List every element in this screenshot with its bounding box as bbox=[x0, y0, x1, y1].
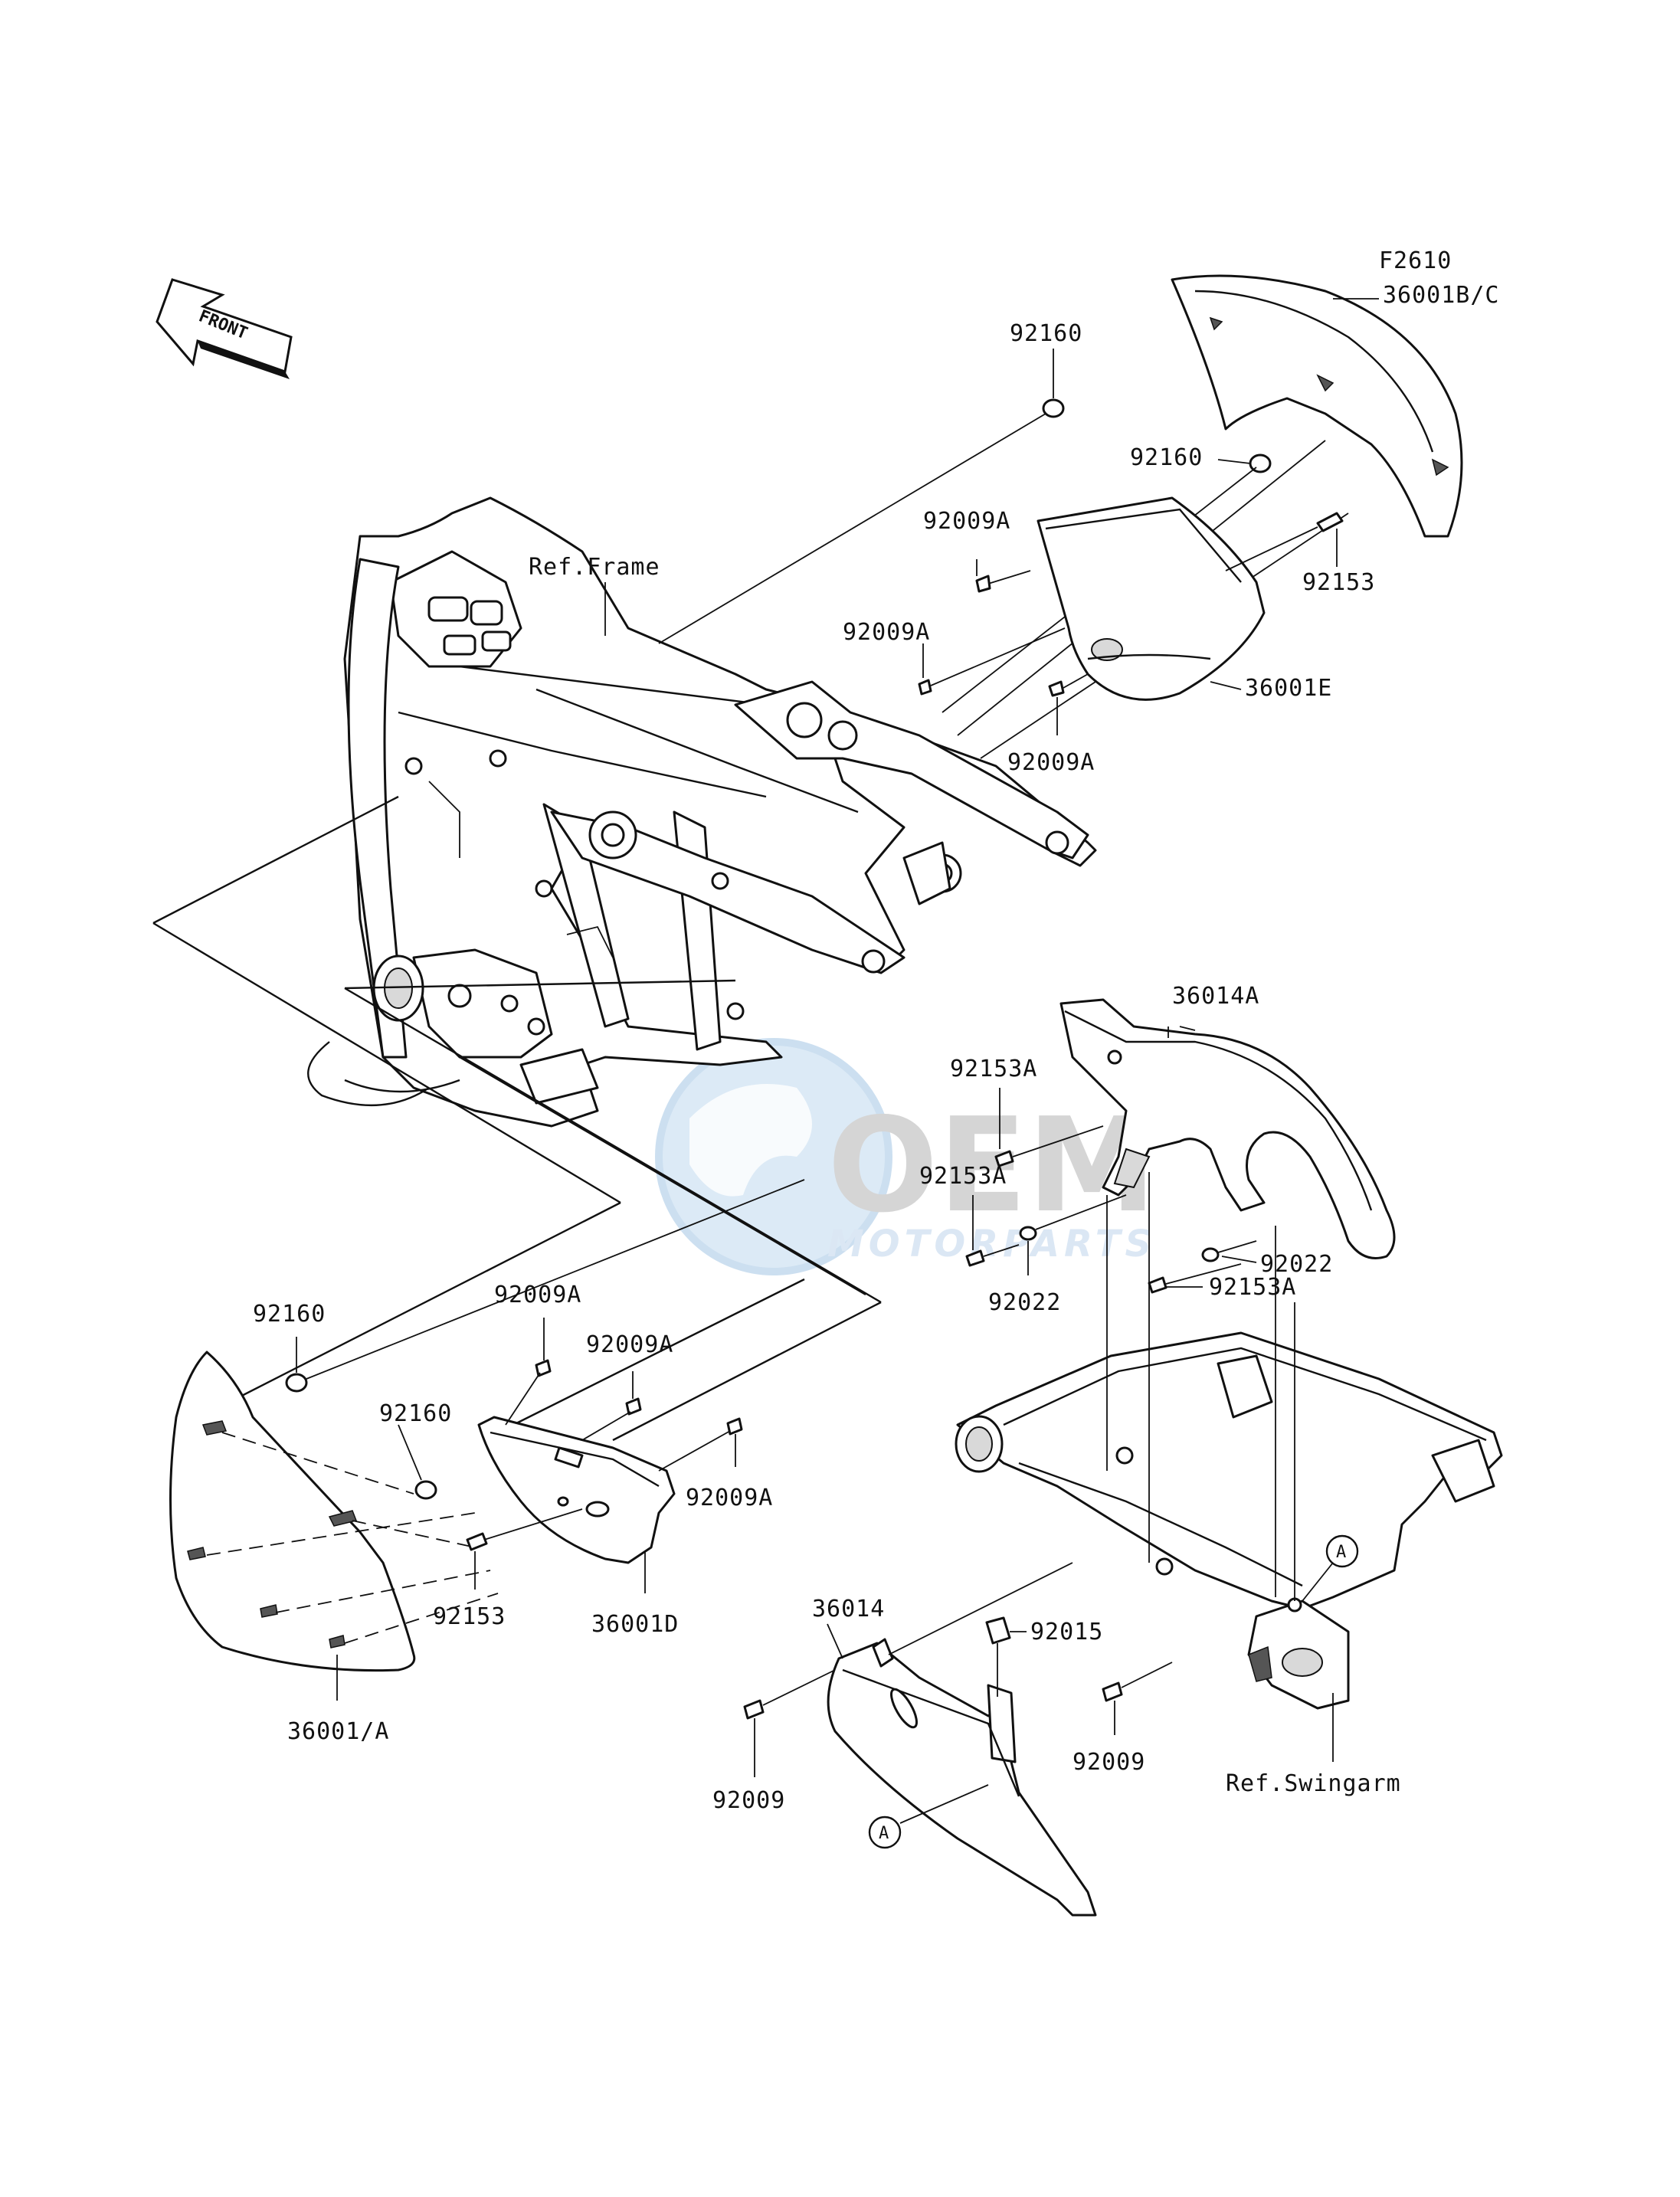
label-92160-top: 92160 bbox=[1010, 320, 1082, 347]
label-36014: 36014 bbox=[812, 1596, 885, 1622]
label-92153A-1: 92153A bbox=[950, 1056, 1037, 1082]
label-92022-2: 92022 bbox=[1260, 1251, 1333, 1278]
label-36001E: 36001E bbox=[1245, 675, 1332, 702]
outline-mid-bottom bbox=[344, 987, 882, 1304]
chain-guard-36014 bbox=[827, 1638, 1097, 1917]
clip-92015 bbox=[985, 1616, 1011, 1645]
watermark-brand: OEM bbox=[827, 1090, 1157, 1242]
label-92009A-5: 92009A bbox=[586, 1331, 673, 1358]
label-92009A-4: 92009A bbox=[494, 1282, 581, 1308]
frame-reference bbox=[307, 496, 1097, 1128]
watermark-sub: MOTORPARTS bbox=[827, 1223, 1156, 1265]
side-cover-36001BC bbox=[1171, 274, 1463, 538]
figure-code: F2610 bbox=[1379, 247, 1452, 274]
label-92160-left2: 92160 bbox=[379, 1400, 452, 1427]
outline-left-upper bbox=[152, 795, 399, 925]
screw-92009A-5 bbox=[581, 1397, 642, 1441]
bolt-92153A-1 bbox=[994, 1125, 1104, 1167]
side-cover-36001D bbox=[477, 1416, 676, 1564]
bolt-92153-lower bbox=[466, 1508, 583, 1551]
label-92009A-2: 92009A bbox=[843, 619, 930, 646]
outline-bottom-link bbox=[497, 1278, 805, 1434]
grommet-92160-left bbox=[285, 1373, 308, 1393]
label-92153A-3: 92153A bbox=[1209, 1274, 1296, 1301]
screw-92009A-2 bbox=[918, 627, 1066, 696]
side-cover-36001A bbox=[169, 1351, 416, 1672]
label-92009-right: 92009 bbox=[1073, 1749, 1145, 1776]
label-36014A: 36014A bbox=[1172, 983, 1259, 1010]
bolt-92009-left bbox=[743, 1669, 836, 1720]
bolt-92153A-2 bbox=[965, 1244, 1020, 1267]
swingarm-reference bbox=[955, 1331, 1503, 1710]
svg-text:A: A bbox=[1336, 1543, 1346, 1562]
label-ref-frame: Ref.Frame bbox=[529, 554, 660, 581]
outline-left-lower bbox=[152, 922, 621, 1204]
watermark-logo: OEM MOTORPARTS bbox=[655, 1038, 1157, 1275]
grommet-92160-left2 bbox=[414, 1480, 437, 1500]
label-36001A: 36001/A bbox=[287, 1718, 389, 1745]
label-92153A-2: 92153A bbox=[919, 1163, 1007, 1190]
grommet-92160-top bbox=[1042, 398, 1065, 418]
bolt-92153A-3 bbox=[1148, 1263, 1242, 1294]
label-92009A-3: 92009A bbox=[1007, 749, 1095, 776]
front-arrow-icon: FRONT bbox=[156, 278, 293, 379]
callout-A-right: A bbox=[1325, 1534, 1359, 1568]
bolt-92153-top bbox=[1225, 512, 1344, 571]
svg-text:A: A bbox=[879, 1824, 889, 1843]
outline-mid-top bbox=[344, 979, 736, 990]
label-92015: 92015 bbox=[1030, 1619, 1103, 1645]
callout-A-lower: A bbox=[868, 1816, 902, 1849]
label-92022-1: 92022 bbox=[988, 1289, 1061, 1316]
label-92160-mid: 92160 bbox=[1130, 444, 1203, 471]
outline-inner bbox=[459, 1056, 866, 1296]
label-ref-swingarm: Ref.Swingarm bbox=[1226, 1770, 1401, 1797]
label-36001D: 36001D bbox=[591, 1611, 679, 1638]
outline-left-bottom bbox=[229, 1201, 621, 1403]
label-92160-left: 92160 bbox=[253, 1301, 326, 1328]
outline-right-bottom bbox=[612, 1301, 882, 1442]
label-92153-top: 92153 bbox=[1302, 569, 1375, 596]
washer-92022-1 bbox=[1019, 1226, 1037, 1241]
label-92009A-6: 92009A bbox=[686, 1485, 773, 1511]
bolt-92009-right bbox=[1102, 1662, 1173, 1702]
label-92009A-1: 92009A bbox=[923, 508, 1010, 535]
chain-guard-36014A bbox=[1059, 998, 1396, 1259]
screw-92009A-6 bbox=[658, 1417, 743, 1472]
screw-92009A-1 bbox=[975, 570, 1031, 593]
washer-92022-2 bbox=[1201, 1247, 1220, 1262]
side-cover-36001E bbox=[1036, 496, 1266, 701]
screw-92009A-3 bbox=[1048, 673, 1089, 697]
label-92153-lower: 92153 bbox=[433, 1603, 506, 1630]
screw-92009A-4 bbox=[505, 1359, 552, 1426]
label-36001BC: 36001B/C bbox=[1383, 282, 1500, 309]
label-92009-left: 92009 bbox=[712, 1787, 785, 1814]
